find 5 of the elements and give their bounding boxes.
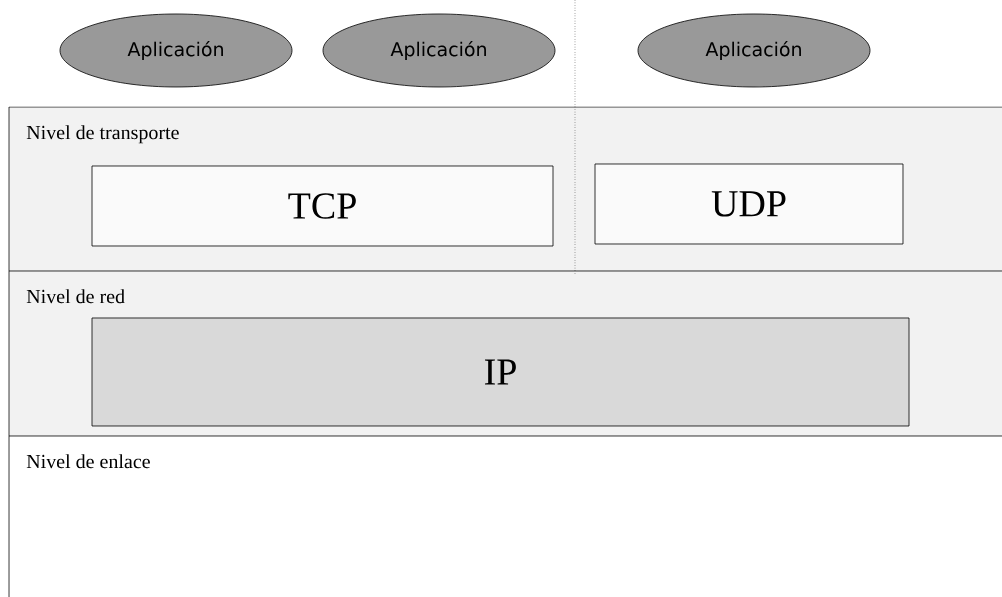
layer-band: Nivel de enlace	[8, 435, 1002, 597]
protocol-box: TCP	[91, 165, 554, 247]
protocol-box: UDP	[594, 163, 904, 245]
node-label: Nivel de transporte	[26, 125, 179, 144]
protocol-box: IP	[91, 317, 910, 427]
